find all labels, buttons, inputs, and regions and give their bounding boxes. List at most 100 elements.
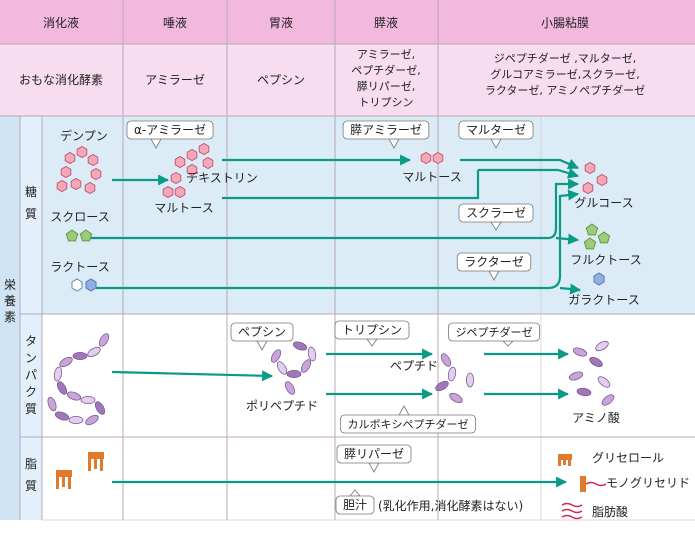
amino-acid-bead: [435, 380, 449, 392]
amino-acid-bead: [449, 392, 463, 404]
amino-acid-bead: [440, 353, 452, 367]
enzyme-gastric: ペプシン: [257, 73, 305, 87]
amino-acid-bead: [292, 341, 308, 351]
maltose-left-molecule: [162, 185, 186, 199]
callout-lactase: ラクターゼ: [456, 252, 532, 281]
polypeptide-chain: [270, 341, 317, 395]
label-bile-note: (乳化作用,消化酵素はない): [378, 499, 523, 513]
header-band: [0, 0, 695, 44]
sub-grid-lines: [42, 116, 695, 521]
amino-acid-bead: [284, 381, 296, 395]
maltose-mid-molecule: [420, 151, 444, 165]
fructose-molecule: [583, 223, 611, 250]
amino-acid-bead: [589, 356, 603, 368]
amino-acid-bead: [307, 346, 317, 362]
enzyme-intestinal-line: ジペプチダーゼ ,マルターゼ,: [494, 51, 637, 65]
amino-acid-bead: [56, 381, 68, 395]
label-monoglyceride: モノグリセリド: [606, 476, 690, 490]
amino-acid-bead: [87, 346, 101, 358]
enzyme-intestinal-line: グルコアミラーゼ,スクラーゼ,: [490, 67, 640, 81]
side-label-protein: タンパク質: [25, 334, 37, 416]
callout-bile: 胆汁: [335, 489, 375, 515]
callout-sucrase: スクラーゼ: [458, 203, 534, 231]
sucrose-molecule: [65, 229, 93, 242]
label-polypeptide: ポリペプチド: [246, 399, 318, 413]
amino-acid-bead: [572, 347, 588, 357]
header-pancreatic-juice: 膵液: [374, 15, 398, 30]
callout-alpha-amylase: α-アミラーゼ: [126, 120, 214, 149]
arrow-lactose-to-galactose: [559, 283, 582, 295]
callout-maltase-label: マルターゼ: [466, 123, 526, 137]
peptide-chain: [435, 353, 475, 404]
triglyceride-molecule: [56, 452, 104, 489]
callout-trypsin: トリプシン: [334, 320, 410, 347]
callout-pepsin: ペプシン: [230, 322, 294, 351]
header-saliva: 唾液: [163, 15, 187, 30]
nutrient-side-band: [0, 116, 20, 520]
arrow-maltose-to-glucose: [460, 158, 580, 170]
amino-acid-bead: [270, 349, 282, 363]
callout-maltase: マルターゼ: [458, 120, 534, 149]
label-maltose-left: マルトース: [154, 201, 213, 215]
callout-pancreatic-lipase-label: 膵リパーゼ: [344, 447, 404, 461]
amino-acid-bead: [94, 401, 106, 415]
amino-acid-bead: [576, 387, 592, 397]
callout-trypsin-label: トリプシン: [342, 323, 402, 337]
carbohydrate-band: [0, 116, 695, 314]
starch-molecule: [56, 145, 102, 195]
amino-acid-bead: [66, 391, 82, 401]
callout-lactase-label: ラクターゼ: [464, 255, 524, 269]
enzyme-saliva: アミラーゼ: [145, 73, 205, 87]
amino-acid-bead: [276, 361, 288, 375]
amino-acid-bead: [80, 395, 96, 404]
callout-pancreatic-lipase: 膵リパーゼ: [336, 444, 412, 473]
enzyme-row-band: [0, 44, 695, 116]
header-intestinal-mucosa: 小腸粘膜: [541, 15, 589, 30]
dextrin-molecule: [170, 142, 214, 185]
amino-acid-bead: [53, 366, 63, 382]
fatty-acid-molecules: [561, 502, 583, 520]
amino-acid-bead: [59, 356, 73, 368]
amino-acid-bead: [601, 394, 615, 406]
callout-dipeptidase-label: ジペプチダーゼ: [456, 325, 533, 339]
glucose-molecule: [582, 161, 608, 195]
amino-acid-bead: [54, 411, 70, 421]
amino-acid-bead: [286, 369, 302, 378]
grid-lines: [0, 0, 695, 520]
header-corner: 消化液: [43, 15, 79, 30]
label-glucose: グルコース: [574, 196, 633, 210]
label-galactose: ガラクトース: [568, 293, 639, 307]
side-label-lipid: 脂質: [25, 456, 37, 493]
label-lactose: ラクトース: [50, 260, 109, 274]
amino-acid-bead: [597, 376, 611, 388]
protein-chain: [47, 333, 110, 426]
header-gastric-juice: 胃液: [269, 15, 293, 30]
arrow-protein-to-polypeptide: [111, 370, 274, 382]
callout-carboxypeptidase-label: カルボキシペプチダーゼ: [348, 417, 469, 431]
amino-acid-bead: [98, 333, 110, 347]
arrow-lactose-to-glucose: [96, 189, 580, 290]
amino-acid-bead: [595, 340, 609, 352]
galactose-molecule: [593, 272, 605, 286]
label-starch: デンプン: [60, 128, 108, 143]
callout-alpha-amylase-label: α-アミラーゼ: [134, 123, 206, 137]
reaction-arrows: [90, 154, 582, 488]
callout-pepsin-label: ペプシン: [238, 325, 286, 339]
amino-acid-bead: [447, 366, 457, 382]
enzyme-pancreatic-line: 膵リパーゼ,: [357, 80, 416, 93]
side-label-carbohydrate: 糖質: [25, 184, 37, 221]
enzyme-pancreatic-line: トリプシン: [359, 96, 414, 109]
enzyme-pancreatic-line: ペプチダーゼ,: [351, 63, 421, 77]
side-label-nutrients: 栄養素: [4, 278, 16, 324]
monoglyceride-molecule: [580, 476, 607, 492]
label-peptide: ペプチド: [390, 359, 438, 373]
arrow-sucrose-to-glucose: [90, 178, 580, 240]
amino-acid-bead: [47, 396, 57, 412]
label-fructose: フルクトース: [570, 253, 641, 267]
label-amino-acid: アミノ酸: [572, 410, 620, 425]
category-side-band: [20, 116, 42, 520]
label-dextrin: デキストリン: [186, 170, 258, 185]
amino-acid-beads: [568, 340, 615, 406]
amino-acid-bead: [300, 359, 312, 373]
